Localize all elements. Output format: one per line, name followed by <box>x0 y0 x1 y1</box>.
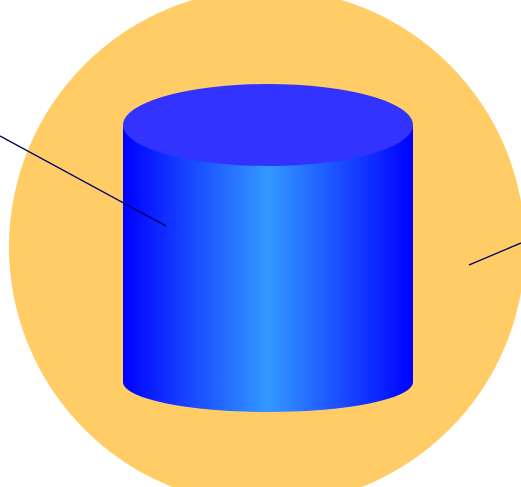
cylinder-top-ellipse <box>123 84 413 166</box>
database-cylinder-icon <box>123 125 413 412</box>
